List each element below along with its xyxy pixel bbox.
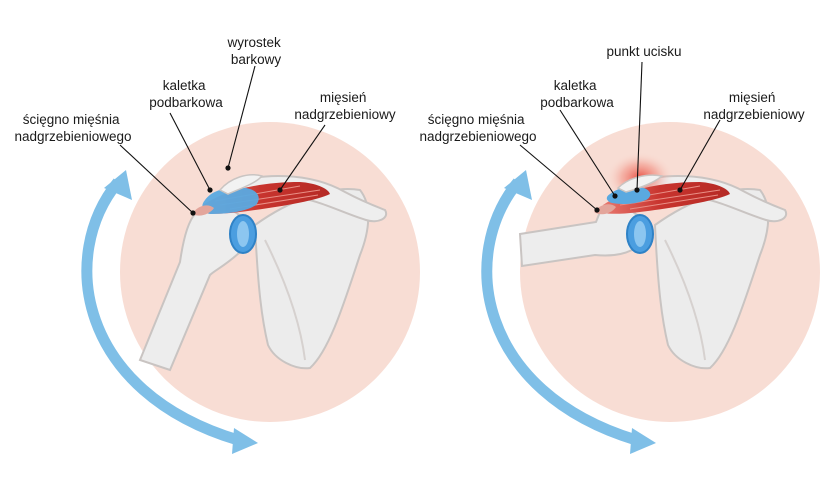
label-right-tendon-line-1: ścięgno mięśnia (428, 112, 525, 127)
right-rotation-arrow (481, 170, 656, 454)
left-acromion (218, 174, 264, 195)
label-bursa: kaletka podbarkowa (149, 78, 223, 110)
right-panel: punkt ucisku kaletka podbarkowa mięsień … (419, 44, 820, 454)
label-pressure-point-line-1: punkt ucisku (606, 44, 681, 59)
label-right-bursa-line-2: podbarkowa (540, 95, 614, 110)
left-scapula-ridge (264, 239, 306, 361)
label-muscle-line-1: mięsień (320, 90, 367, 105)
right-tendon (594, 204, 616, 215)
label-bursa-line-2: podbarkowa (149, 95, 223, 110)
left-tendon (192, 205, 214, 216)
label-bursa-line-1: kaletka (163, 78, 206, 93)
label-acromion: wyrostek barkowy (226, 35, 284, 67)
label-right-muscle-line-2: nadgrzebieniowy (703, 107, 805, 122)
label-muscle: mięsień nadgrzebieniowy (294, 90, 396, 122)
label-right-tendon: ścięgno mięśnia nadgrzebieniowego (419, 112, 536, 144)
label-acromion-line-2: barkowy (231, 52, 282, 67)
left-panel: wyrostek barkowy kaletka podbarkowa mięs… (14, 35, 420, 454)
label-tendon-line-2: nadgrzebieniowego (14, 129, 131, 144)
label-pressure-point: punkt ucisku (606, 44, 681, 59)
label-right-bursa: kaletka podbarkowa (540, 78, 614, 110)
label-right-bursa-line-1: kaletka (554, 78, 597, 93)
left-scapula (253, 188, 370, 370)
label-right-muscle-line-1: mięsień (729, 90, 776, 105)
label-right-tendon-line-2: nadgrzebieniowego (419, 129, 536, 144)
left-subacromial-bursa (202, 187, 259, 214)
label-acromion-line-1: wyrostek (226, 35, 281, 50)
right-subacromial-bursa (606, 187, 651, 204)
right-acromion (616, 174, 664, 193)
left-rotation-arrow (81, 170, 258, 454)
label-tendon: ścięgno mięśnia nadgrzebieniowego (14, 112, 131, 144)
label-muscle-line-2: nadgrzebieniowy (294, 107, 396, 122)
right-scapula (653, 188, 770, 370)
label-right-muscle: mięsień nadgrzebieniowy (703, 90, 805, 122)
label-tendon-line-1: ścięgno mięśnia (23, 112, 120, 127)
